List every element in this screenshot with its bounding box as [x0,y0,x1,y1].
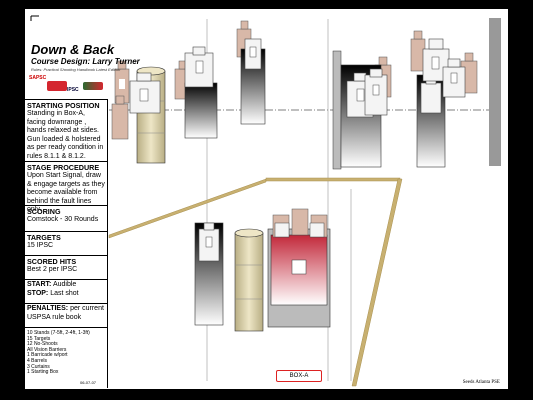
lower-target-stand [194,222,224,326]
no-shoot-target [111,95,129,140]
penalties-text: per current USPSA rule book [27,305,104,321]
scoring-text: Comstock - 30 Rounds [27,216,99,223]
fault-lines [108,177,403,387]
sapsc-logo: SAPSC [29,75,47,81]
equipment-item: 10 Stands (7-5ft, 2-4ft, 1-3ft) [27,330,90,336]
targets-heading: TARGETS [27,233,61,242]
stage-diagram-sheet: Down & Back Course Design: Larry Turner … [25,9,508,389]
no-shoot-target [114,60,130,104]
starting-position-text: Standing in Box-A, facing downrange , ha… [27,110,104,160]
start-label: START: [27,281,52,288]
targets-text: 15 IPSC [27,242,54,249]
shaded-target-stand [416,74,446,168]
target-stand [364,68,388,116]
stop-text: Last shot [50,289,79,297]
corner-mark [30,15,39,21]
starting-position-heading: STARTING POSITION [27,101,100,110]
shaded-target-stand [184,46,218,139]
barrel [234,228,264,332]
scored-hits-section: SCORED HITS Best 2 per IPSC [25,256,107,280]
scoring-section: SCORING Comstock - 30 Rounds [25,206,107,232]
target-stand-with-shading [129,72,161,114]
stage-procedure-text: Upon Start Signal, draw & engage targets… [27,172,105,213]
right-target-cluster [410,30,478,168]
stage-title: Down & Back [31,42,115,57]
equipment-section: 10 Stands (7-5ft, 2-4ft, 1-3ft) 15 Targe… [25,328,107,388]
stage-procedure-section: STAGE PROCEDURE Upon Start Signal, draw … [25,162,107,213]
course-designer: Course Design: Larry Turner [31,57,140,66]
diagram-credit: Seeds Atlanta PSE [462,380,500,385]
ipsc-logo: IPSC [67,87,79,93]
start-stop-section: START: Audible STOP: Last shot [25,280,107,304]
shield-logo [47,81,67,91]
stage-layout [30,15,501,387]
barricade-port [291,259,307,275]
penalties-section: PENALTIES: per current USPSA rule book [25,304,107,328]
left-target-cluster [111,20,266,164]
barricade-with-port [267,208,331,328]
rules-reference: Rules: Practical Shooting Handbook Lates… [31,67,121,72]
stop-label: STOP: [27,289,49,297]
vision-barrier [332,50,342,170]
penalties-heading: PENALTIES: [27,305,69,312]
equipment-item: All Vision Barriers [27,346,67,353]
scoring-heading: SCORING [27,207,61,216]
scored-hits-text: Best 2 per IPSC [27,266,78,273]
start-text: Audible [52,281,77,288]
starting-box-a: BOX-A [276,370,322,382]
shaded-target-stand [240,38,266,125]
equipment-item: 4 Barrels [27,357,48,364]
diagram-date: 06-07-07 [80,380,97,386]
center-right-target-cluster [332,50,392,170]
scored-hits-heading: SCORED HITS [27,257,77,266]
sapsc-badge-logo [83,82,103,90]
starting-position-section: STARTING POSITION Standing in Box-A, fac… [25,100,107,162]
equipment-item: 15 Targets [27,335,51,342]
stage-procedure-heading: STAGE PROCEDURE [27,163,100,172]
equipment-item: 12 No-Shoots [27,341,58,348]
side-wall [489,18,501,166]
targets-section: TARGETS 15 IPSC [25,232,107,256]
equipment-item: 1 Barricade w/port [27,352,68,359]
equipment-item: 1 Starting Box [27,369,59,376]
stage-info-panel: STARTING POSITION Standing in Box-A, fac… [25,99,108,388]
target-stand [442,58,466,98]
equipment-item: 3 Curtains [27,363,50,370]
